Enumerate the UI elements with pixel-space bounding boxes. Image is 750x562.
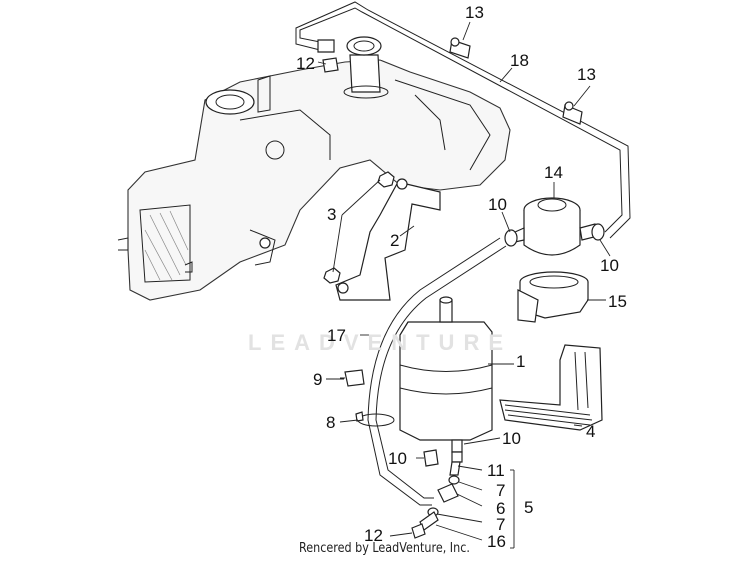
fitting-12-bottom [411,523,426,539]
callout-13-top: 13 [465,3,484,22]
valve-6 [437,483,459,503]
callout-12-bottom: 12 [364,526,383,545]
hose-clamp-right [562,101,583,125]
clamp-10-lower-right [451,451,463,463]
carbon-canister [399,296,493,453]
callout-2: 2 [390,231,400,250]
callout-14: 14 [544,163,563,182]
render-credit: Rencered by LeadVenture, Inc. [299,541,470,556]
watermark: LEADVENTURE [248,330,513,355]
callout-10-upper-left: 10 [488,195,507,214]
mounting-bracket [335,178,441,301]
callout-10-lower-right: 10 [502,429,521,448]
callout-15: 15 [608,292,627,311]
clamp-10-lower-left [423,449,439,467]
hose-clamp-upper [449,37,471,59]
leader-lines [317,21,611,549]
callout-10-upper-right: 10 [600,256,619,275]
cable-tie-8 [355,411,395,427]
hose-piece-11 [449,461,461,476]
filler-neck [343,36,389,99]
callout-7-lower: 7 [496,515,506,534]
canister-bracket [517,271,589,323]
clamp-10-left [504,229,518,247]
callout-18: 18 [510,51,529,70]
callout-7-upper: 7 [496,481,506,500]
callout-17: 17 [327,326,346,345]
canister-strap [499,344,603,431]
callout-4: 4 [586,422,596,441]
clamp-10-right [591,223,605,241]
hose-clip-9 [340,369,365,387]
callout-11: 11 [487,461,505,480]
callout-5: 5 [524,498,534,517]
callout-1: 1 [516,352,526,371]
breather-hose [295,1,631,239]
callout-12-top: 12 [296,54,315,73]
nut-3-bottom [323,267,341,284]
clip-7-upper [448,475,460,485]
callout-16: 16 [487,532,506,551]
callout-6: 6 [496,499,506,518]
callout-8: 8 [326,413,336,432]
callout-9: 9 [313,370,323,389]
roll-over-valve [514,197,599,256]
callout-3: 3 [327,205,337,224]
vent-hose [367,237,507,506]
fitting-12-top [322,57,339,73]
nut-3-top [377,171,395,188]
callout-13-right: 13 [577,65,596,84]
callout-10-lower-left: 10 [388,449,407,468]
fuel-tank [117,59,511,301]
